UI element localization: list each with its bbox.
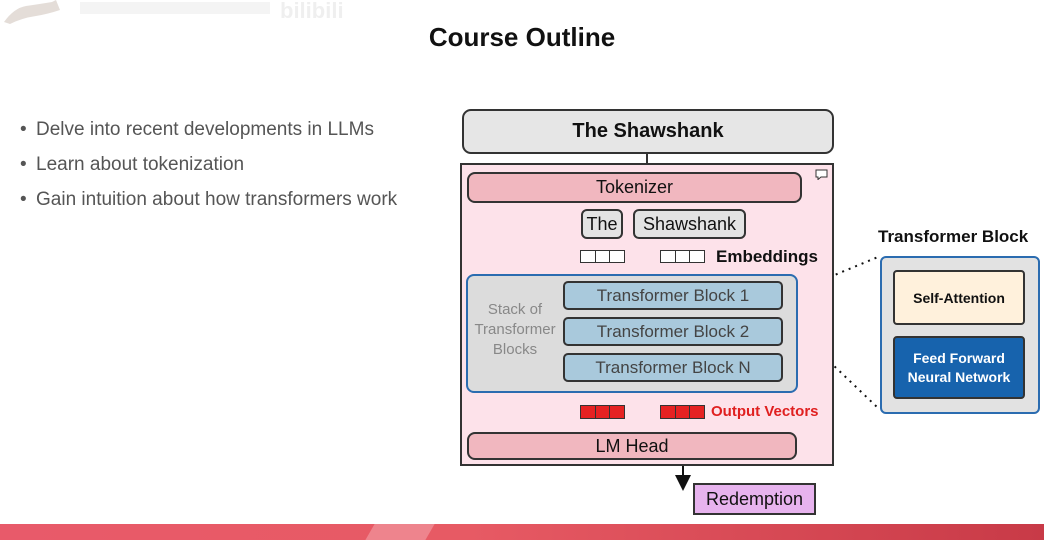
transformer-block-title: Transformer Block	[878, 227, 1029, 246]
footer-accent	[365, 524, 435, 540]
bullet-list: Delve into recent developments in LLMs L…	[18, 118, 438, 223]
watermark-logo: bilibili	[4, 0, 344, 24]
output-vector	[580, 405, 625, 419]
token-the: The	[581, 209, 623, 239]
bullet-item: Gain intuition about how transformers wo…	[18, 188, 438, 212]
input-text-box: The Shawshank	[462, 109, 834, 154]
transformer-block-2: Transformer Block 2	[563, 317, 783, 346]
self-attention-box: Self-Attention	[893, 270, 1025, 325]
embedding-vector	[580, 250, 625, 263]
tokenizer-box: Tokenizer	[467, 172, 802, 203]
svg-text:bilibili: bilibili	[280, 0, 344, 23]
feed-forward-box: Feed Forward Neural Network	[893, 336, 1025, 399]
token-shawshank: Shawshank	[633, 209, 746, 239]
embeddings-label: Embeddings	[716, 247, 819, 266]
embedding-vector	[660, 250, 705, 263]
bullet-item: Learn about tokenization	[18, 153, 438, 177]
output-token-box: Redemption	[693, 483, 816, 515]
lm-head-box: LM Head	[467, 432, 797, 460]
output-vector	[660, 405, 705, 419]
comment-icon[interactable]	[815, 169, 828, 180]
output-vectors-label: Output Vectors	[711, 403, 819, 420]
transformer-block-1: Transformer Block 1	[563, 281, 783, 310]
bullet-item: Delve into recent developments in LLMs	[18, 118, 438, 142]
footer-bar	[0, 524, 1044, 540]
stack-label: Stack of Transformer Blocks	[474, 301, 556, 358]
page-title: Course Outline	[428, 22, 616, 52]
transformer-block-n: Transformer Block N	[563, 353, 783, 382]
